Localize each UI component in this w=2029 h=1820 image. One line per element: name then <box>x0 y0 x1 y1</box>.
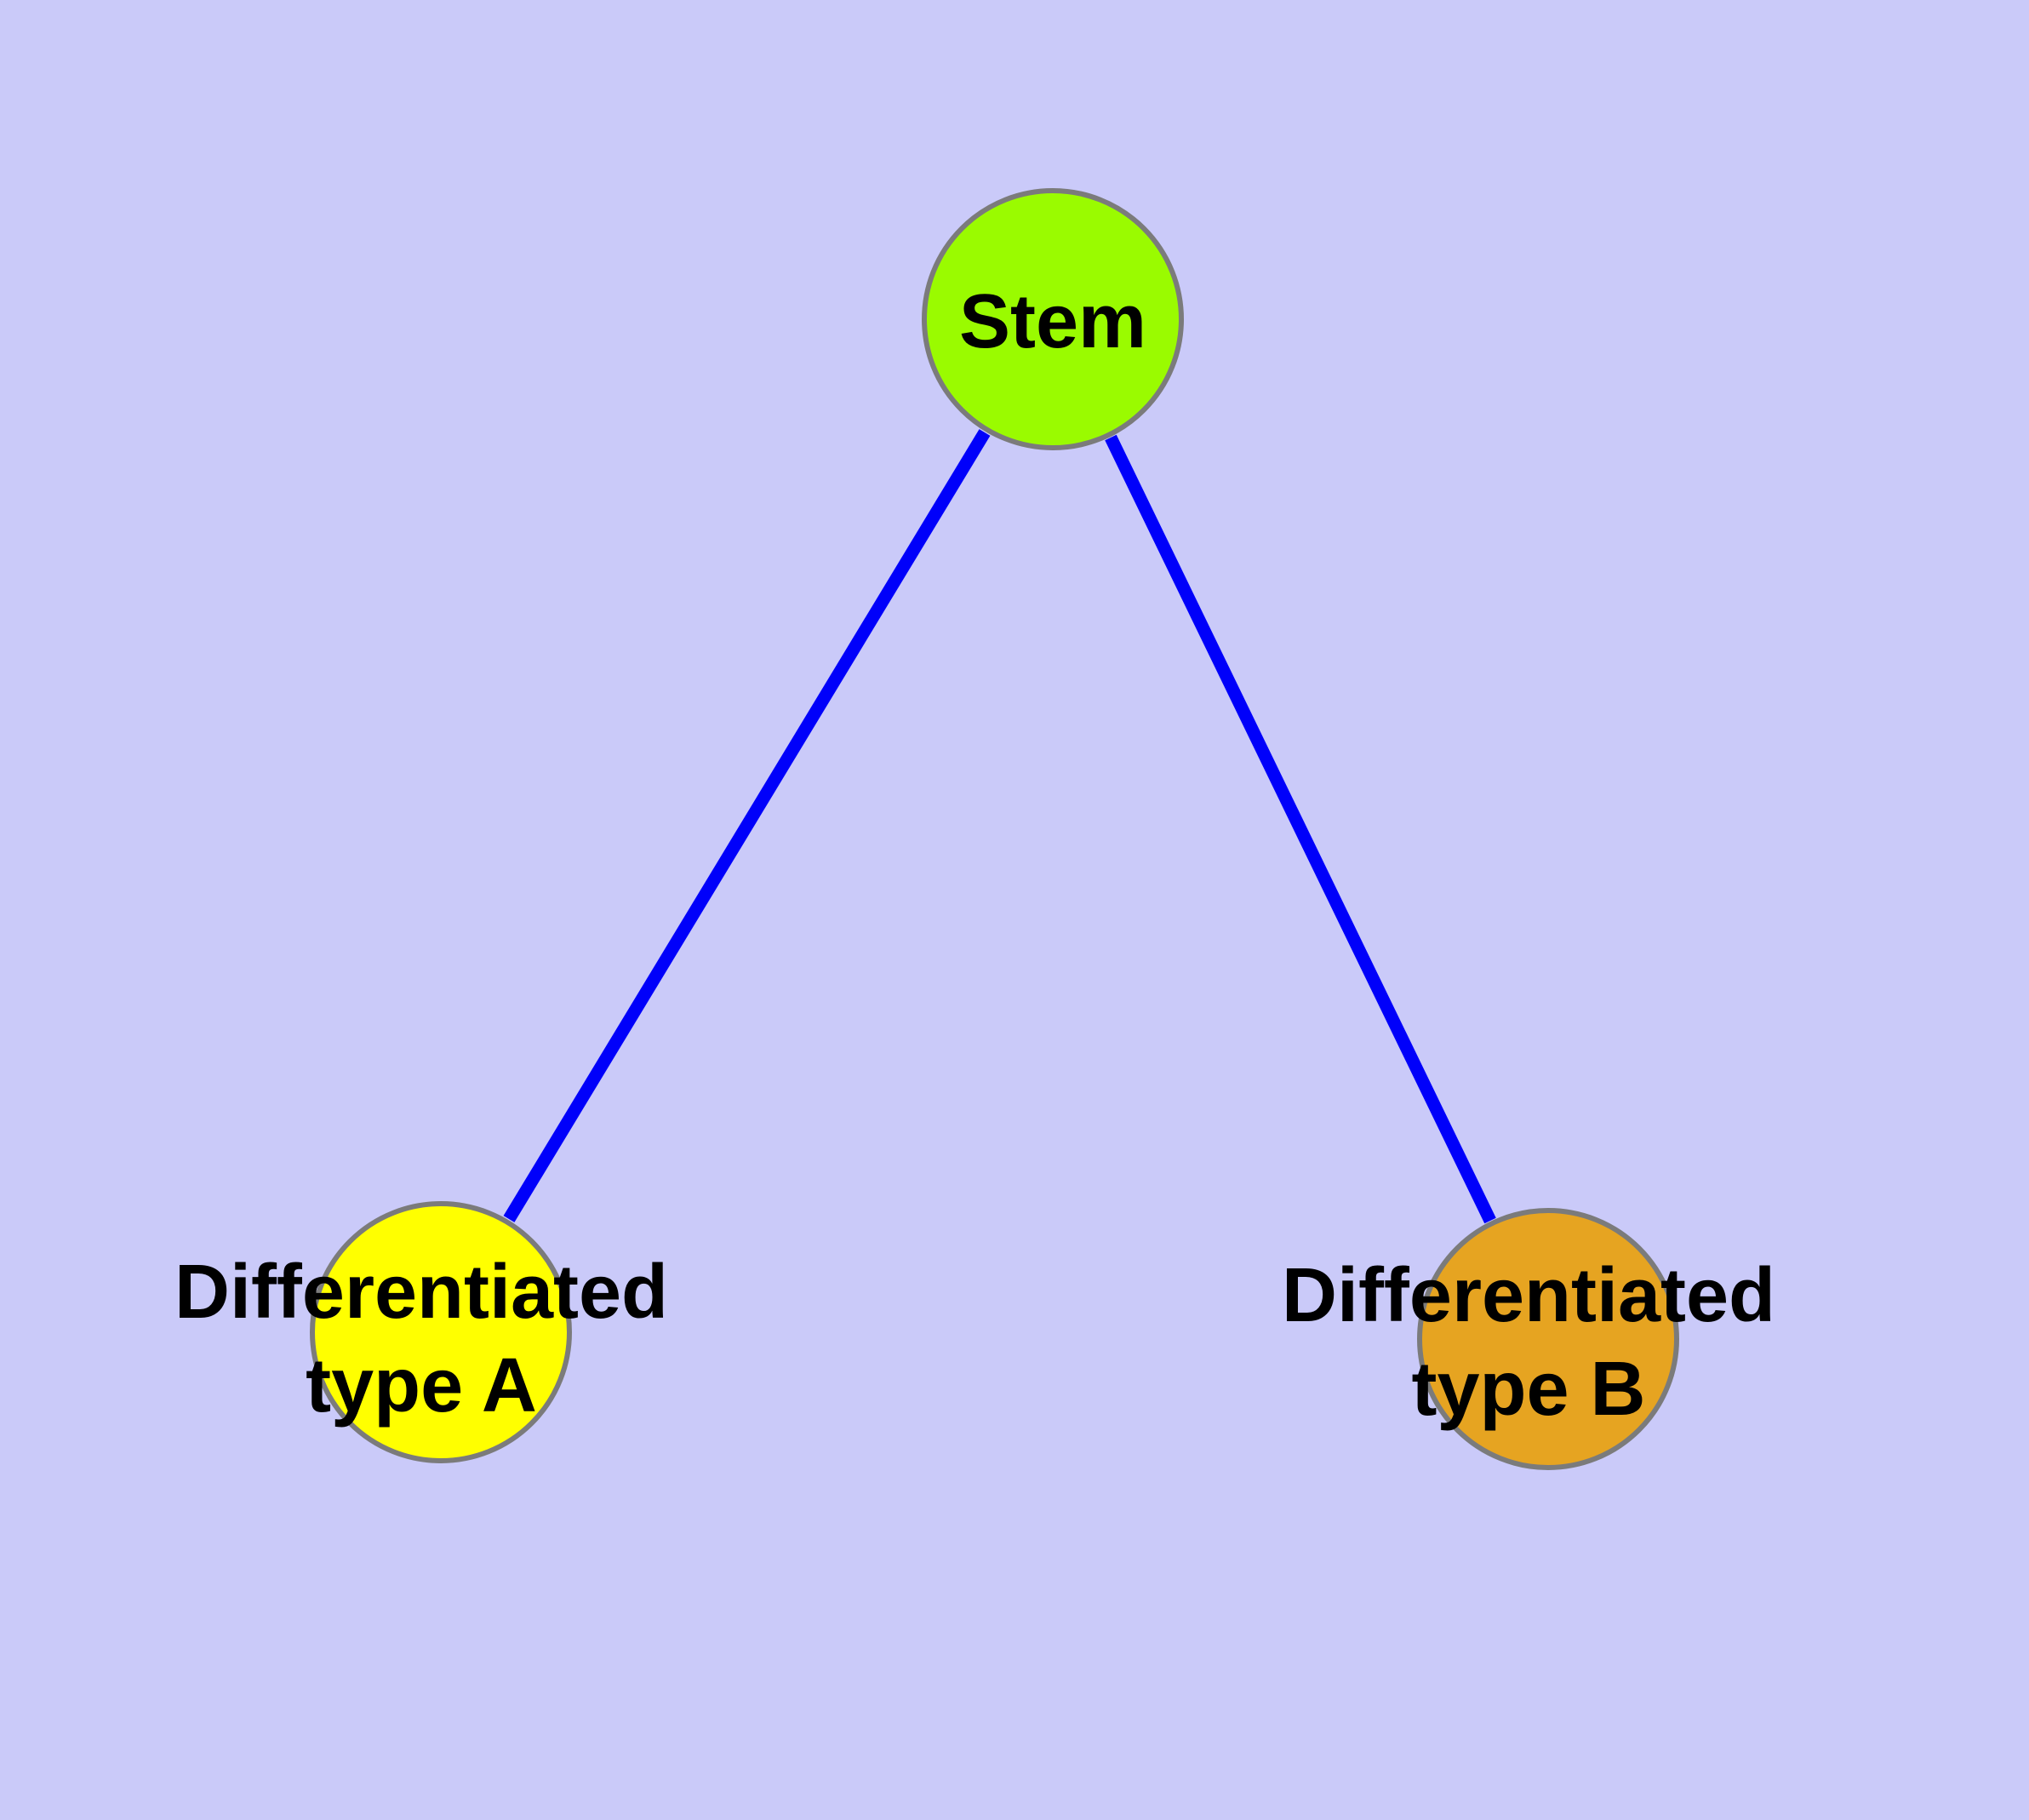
node-stem <box>922 188 1184 450</box>
node-type-b-label-line1: Differentiated <box>1282 1253 1775 1338</box>
edge-stem-to-type-b <box>1105 434 1496 1224</box>
node-differentiated-type-b <box>1417 1208 1679 1470</box>
node-type-b-label-line2: type B <box>1411 1347 1645 1432</box>
edge-stem-to-type-a <box>503 429 991 1222</box>
node-differentiated-type-a <box>310 1201 572 1463</box>
node-type-a-label-line2: type A <box>306 1343 537 1428</box>
node-type-a-label-line1: Differentiated <box>174 1250 668 1335</box>
node-stem-label: Stem <box>959 279 1146 364</box>
